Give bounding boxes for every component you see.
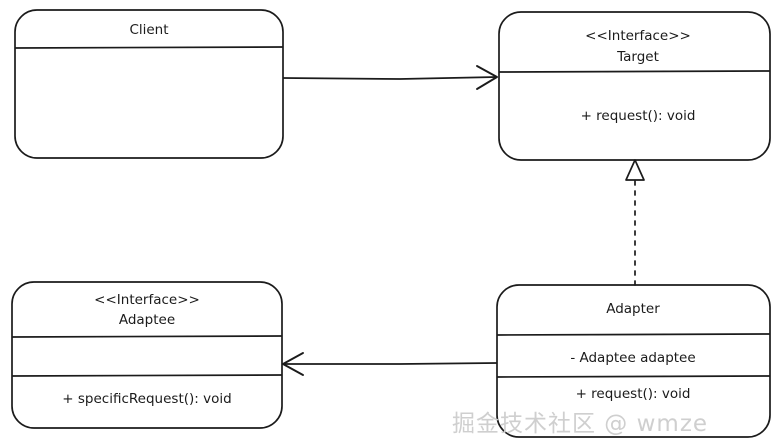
- adaptee-class-name: Adaptee: [119, 312, 175, 328]
- class-box-adaptee[interactable]: <<Interface>> Adaptee + specificRequest(…: [11, 281, 283, 429]
- target-stereotype: <<Interface>>: [585, 28, 691, 44]
- adaptee-method-0: + specificRequest(): void: [62, 391, 231, 407]
- adapter-attribute-0: - Adaptee adaptee: [570, 350, 695, 366]
- edge-client-to-target-line: [282, 76, 498, 80]
- adapter-attributes-divider: [496, 375, 771, 378]
- class-box-target[interactable]: <<Interface>> Target + request(): void: [498, 11, 771, 161]
- target-class-name: Target: [616, 49, 659, 65]
- adaptee-header-divider: [11, 335, 283, 338]
- target-header-divider: [498, 70, 771, 73]
- class-box-adapter[interactable]: Adapter - Adaptee adaptee + request(): v…: [496, 284, 771, 438]
- adaptee-attributes-divider: [11, 374, 283, 377]
- edge-adapter-to-adaptee-arrowhead: [282, 352, 304, 376]
- edge-client-to-target[interactable]: [282, 65, 498, 90]
- class-box-client[interactable]: Client: [14, 9, 284, 159]
- edge-adapter-to-adaptee[interactable]: [282, 352, 498, 376]
- adaptee-box-outline: [11, 281, 283, 429]
- adapter-header-divider: [496, 333, 771, 336]
- client-header-divider: [14, 46, 284, 49]
- edge-adapter-to-adaptee-line: [283, 362, 498, 365]
- adapter-box-outline: [496, 284, 771, 438]
- target-method-0: + request(): void: [581, 108, 696, 124]
- edge-adapter-to-target[interactable]: [625, 159, 645, 286]
- adapter-class-name: Adapter: [606, 301, 660, 317]
- adaptee-stereotype: <<Interface>>: [94, 292, 200, 308]
- edge-adapter-to-target-arrowhead: [625, 159, 645, 181]
- edge-client-to-target-arrowhead: [476, 65, 498, 90]
- adapter-method-0: + request(): void: [576, 386, 691, 402]
- client-class-name: Client: [129, 22, 168, 38]
